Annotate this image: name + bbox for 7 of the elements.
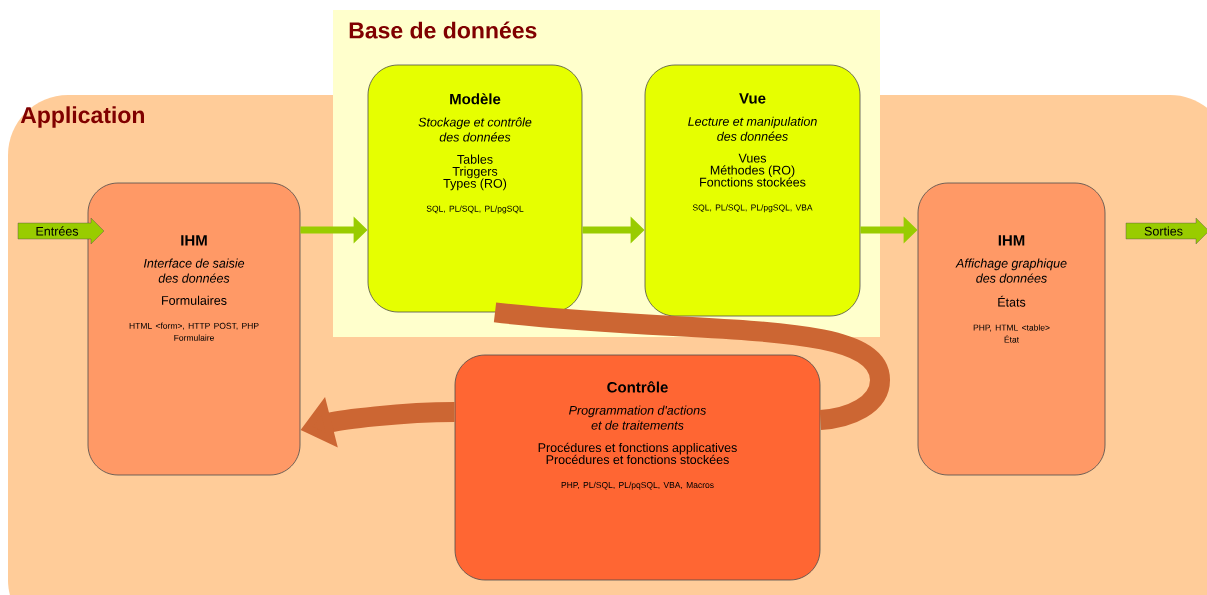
rounded-box: Vue Lecture et manipulation des données Vues Méthodes (RO) Fonctions stockées SQL, PL/SQL, PL/pgSQL, VBA	[644, 64, 861, 317]
rounded-box: IHM Interface de saisie des données Formulaires HTML <form>, HTTP POST, PHP Formulaire	[87, 182, 301, 476]
rounded-box: Contrôle Programmation d'actions et de traitements Procédures et fonctions applicatives Procédures et fonctions stockées PHP, PL/SQL, PL/pqSQL, VBA, Macros	[454, 354, 821, 581]
rounded-box: IHM Affichage graphique des données États PHP, HTML <table> État	[917, 182, 1106, 476]
rounded-box: Modèle Stockage et contrôle des données Tables Triggers Types (RO) SQL, PL/SQL, PL/pgSQL	[367, 64, 583, 313]
arrow-label: Entrées	[17, 217, 105, 245]
arrow-label: Sorties	[1125, 217, 1207, 245]
